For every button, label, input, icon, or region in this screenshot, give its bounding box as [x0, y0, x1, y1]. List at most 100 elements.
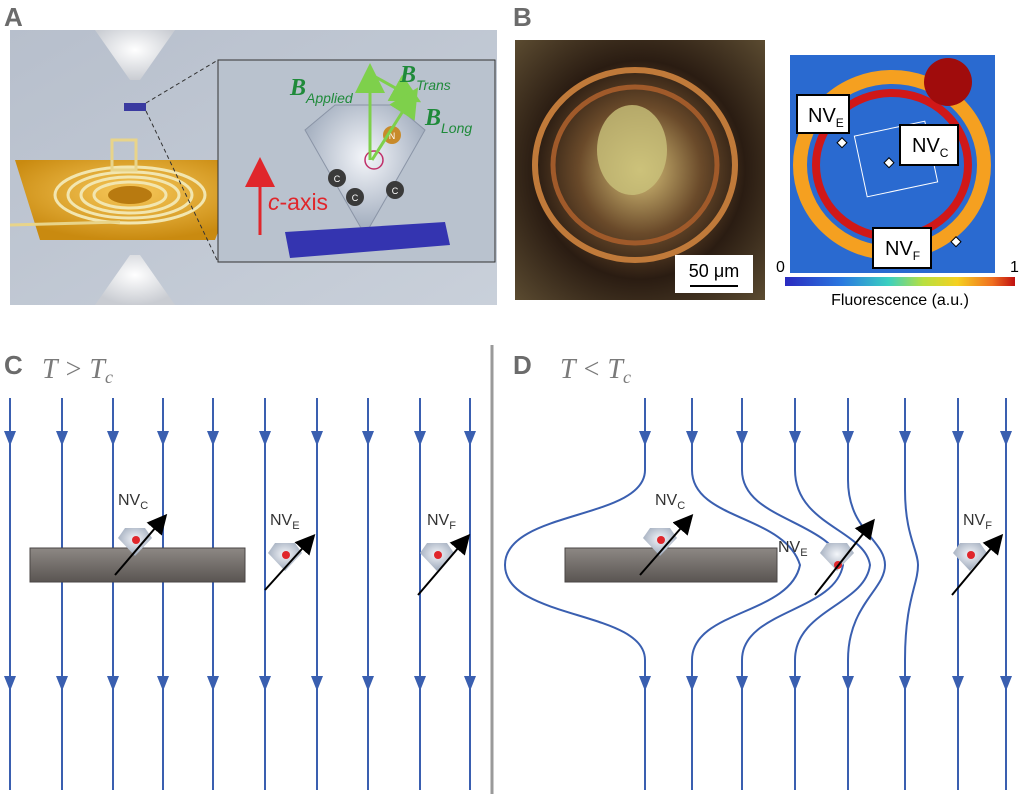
field-line-arrow	[311, 676, 323, 691]
colorbar-max: 1	[1010, 259, 1019, 276]
field-line	[503, 398, 646, 790]
panel-c-field-lines	[4, 398, 476, 790]
field-line-arrow	[157, 676, 169, 691]
field-line-arrow	[414, 431, 426, 446]
field-line-arrow	[414, 676, 426, 691]
field-line-arrow	[899, 431, 911, 446]
coil-ring-2	[66, 170, 194, 220]
panel-d-nv-e-diamond	[820, 543, 854, 571]
nv-f-box-label: NVF	[885, 238, 920, 263]
panel-d-condition: T<Tc	[560, 354, 631, 387]
panel-d-nv-c-arrow	[639, 513, 694, 576]
field-line-arrow	[736, 431, 748, 446]
field-line-arrow	[56, 676, 68, 691]
carbon-atom-1	[328, 169, 346, 187]
micrograph-center	[597, 105, 667, 195]
nv-e-box-label: NVE	[808, 105, 844, 130]
atom-c-label-1: C	[334, 174, 341, 184]
field-line-arrow	[107, 431, 119, 446]
field-line-arrow	[362, 431, 374, 446]
nv-c-box	[899, 124, 959, 166]
atom-n-label: N	[389, 131, 396, 141]
atom-c-label-2: C	[352, 193, 359, 203]
panel-d-nv-f-label: NVF	[963, 512, 992, 532]
field-line-arrow	[1000, 431, 1012, 446]
lower-anvil	[95, 255, 175, 305]
coil-ring-1	[53, 165, 207, 225]
blue-sample-plate	[285, 222, 450, 258]
panel-c-nv-c-arrow	[114, 513, 168, 576]
field-line-arrow	[1000, 676, 1012, 691]
panel-c-nv-e-label: NVE	[270, 512, 300, 532]
field-line-arrow	[899, 676, 911, 691]
panel-d-nv-c-center	[657, 536, 665, 544]
field-line-arrow	[639, 676, 651, 691]
sample-marker	[124, 103, 146, 111]
panel-c-nv-e-center	[282, 551, 290, 559]
field-line-arrow	[639, 431, 651, 446]
field-line-arrow	[207, 676, 219, 691]
vacancy-site	[364, 150, 384, 170]
coil-ring-3	[79, 175, 181, 215]
nv-e-marker	[836, 137, 848, 149]
map-hotspot	[924, 58, 972, 106]
b-trans-label: BTrans	[399, 62, 451, 93]
scale-bar-label: 50 μm	[689, 261, 739, 281]
panel-d-nv-c-label: NVC	[655, 492, 685, 512]
field-line-arrow	[789, 676, 801, 691]
panel-d-nv-e-arrow	[814, 518, 875, 596]
field-line-arrow	[311, 431, 323, 446]
panel-c-nv-f-arrow	[417, 533, 471, 596]
nv-f-marker	[950, 236, 962, 248]
micrograph-coil-2	[550, 84, 720, 246]
panel-a: N C C C BApplied BTrans BLong c-axis	[9, 30, 497, 305]
field-line-arrow	[259, 431, 271, 446]
panel-c-nv-f-label: NVF	[427, 512, 456, 532]
panel-c-condition: T>Tc	[42, 354, 113, 387]
panel-letter-a: A	[4, 2, 23, 32]
field-line-arrow	[842, 431, 854, 446]
coil-ring-4	[92, 180, 168, 210]
b-applied-label: BApplied	[289, 75, 354, 106]
field-line	[691, 398, 802, 790]
field-line	[741, 398, 845, 790]
panel-c: T>Tc NVC NVE NVF	[4, 354, 476, 790]
panel-d-nv-f-center	[967, 551, 975, 559]
field-line-arrow	[362, 676, 374, 691]
carbon-atom-2	[346, 188, 364, 206]
field-line-arrow	[56, 431, 68, 446]
panel-d-nv-f-arrow	[951, 533, 1004, 596]
nv-c-marker	[883, 157, 895, 169]
field-line-arrow	[259, 676, 271, 691]
colorbar-min: 0	[776, 259, 785, 276]
nv-e-box	[796, 94, 850, 134]
field-line-arrow	[207, 431, 219, 446]
b-long-arrow	[370, 87, 419, 161]
panel-letter-c: C	[4, 350, 23, 380]
field-line-arrow	[4, 431, 16, 446]
carbon-atom-3	[386, 181, 404, 199]
panel-c-nv-c-center	[132, 536, 140, 544]
nitrogen-atom	[383, 126, 401, 144]
panel-letter-b: B	[513, 2, 532, 32]
coil-lead	[9, 220, 121, 227]
colorbar	[785, 277, 1015, 286]
small-coil	[110, 138, 138, 172]
field-line-arrow	[686, 676, 698, 691]
panel-c-nv-c-label: NVC	[118, 492, 148, 512]
b-long-label: BLong	[424, 105, 472, 136]
panel-c-nv-e-arrow	[264, 534, 316, 591]
field-line-arrow	[789, 431, 801, 446]
panel-d-field-lines	[503, 398, 1012, 790]
field-line	[794, 398, 872, 790]
field-line-arrow	[686, 431, 698, 446]
field-line-arrow	[464, 431, 476, 446]
field-line	[904, 398, 920, 790]
atom-c-label-3: C	[392, 186, 399, 196]
field-line-arrow	[952, 676, 964, 691]
micrograph-coil-1	[532, 67, 738, 263]
field-line-arrow	[4, 676, 16, 691]
c-axis-label: c-axis	[268, 189, 328, 215]
field-line-arrow	[842, 676, 854, 691]
